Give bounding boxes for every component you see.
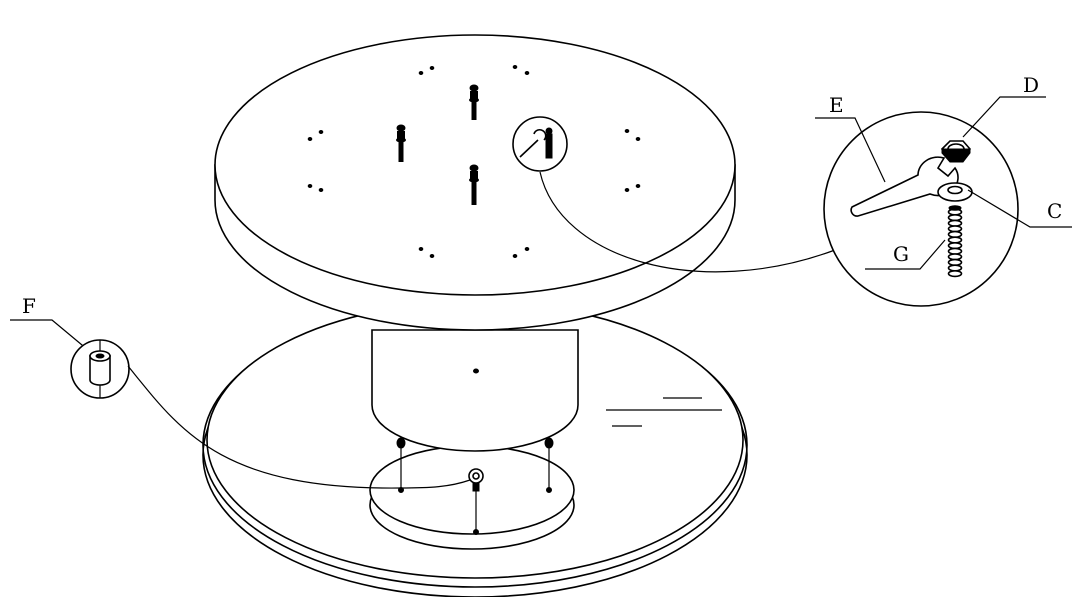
callout-label-e: E [829, 93, 844, 117]
bolts [396, 84, 479, 205]
callout-leaders [10, 96, 1072, 351]
bushing-icon [89, 350, 111, 386]
callout-label-f: F [22, 294, 36, 318]
mounting-hole [512, 65, 518, 69]
spring-icon [947, 205, 963, 278]
bolt-shaft [471, 182, 477, 205]
bushing-detail-circle [70, 339, 130, 399]
detail-marker-small [512, 116, 568, 172]
mounting-hole [524, 247, 530, 251]
mounting-hole [429, 66, 435, 70]
mounting-hole [635, 137, 641, 141]
spring-top [948, 205, 962, 211]
spring-coil [947, 242, 963, 250]
bolt-washer [469, 97, 479, 103]
spring-coil [947, 214, 963, 222]
mounting-hole [429, 254, 435, 258]
mounting-hole [624, 129, 630, 133]
bolt-washer [469, 177, 479, 183]
spring-coil [947, 253, 963, 261]
callout-label-d: D [1023, 73, 1039, 97]
callout-label-c: C [1047, 199, 1062, 223]
bolt-nut [470, 91, 478, 99]
wrench-icon [850, 156, 959, 217]
mounting-hole [524, 71, 530, 75]
spring-coil [947, 225, 963, 233]
center-column [369, 329, 579, 550]
spring-coil [947, 230, 963, 238]
spring-coil [947, 258, 963, 267]
spring-coil [947, 236, 963, 244]
mounting-hole [635, 184, 641, 188]
mounting-hole [307, 137, 313, 141]
mounting-hole [307, 184, 313, 188]
mounting-hole [418, 71, 424, 75]
leader-zoom [539, 171, 836, 273]
mounting-holes [307, 65, 641, 258]
bolt-shaft [471, 102, 477, 120]
bolt-shaft [398, 142, 404, 162]
bolt-nut [470, 171, 478, 179]
leader-bushing [127, 365, 471, 489]
zoom-detail-circle [823, 111, 1019, 307]
mounting-hole [318, 188, 324, 192]
reference-lines [606, 397, 722, 427]
washer-icon [937, 182, 973, 202]
mounting-hole [512, 254, 518, 258]
spring-coil [947, 247, 963, 255]
mounting-hole [624, 188, 630, 192]
mounting-hole [318, 130, 324, 134]
spring-coil [947, 270, 963, 278]
spring-coil [947, 219, 963, 227]
bolt-head [469, 164, 479, 172]
bolt-head [396, 124, 406, 132]
mounting-hole [418, 247, 424, 251]
hex-nut-icon [940, 140, 972, 163]
bolt-head [469, 84, 479, 92]
bolt-nut [397, 131, 405, 139]
bolt-washer [396, 137, 406, 143]
callout-label-g: G [893, 242, 909, 266]
spring-coil [947, 264, 963, 272]
